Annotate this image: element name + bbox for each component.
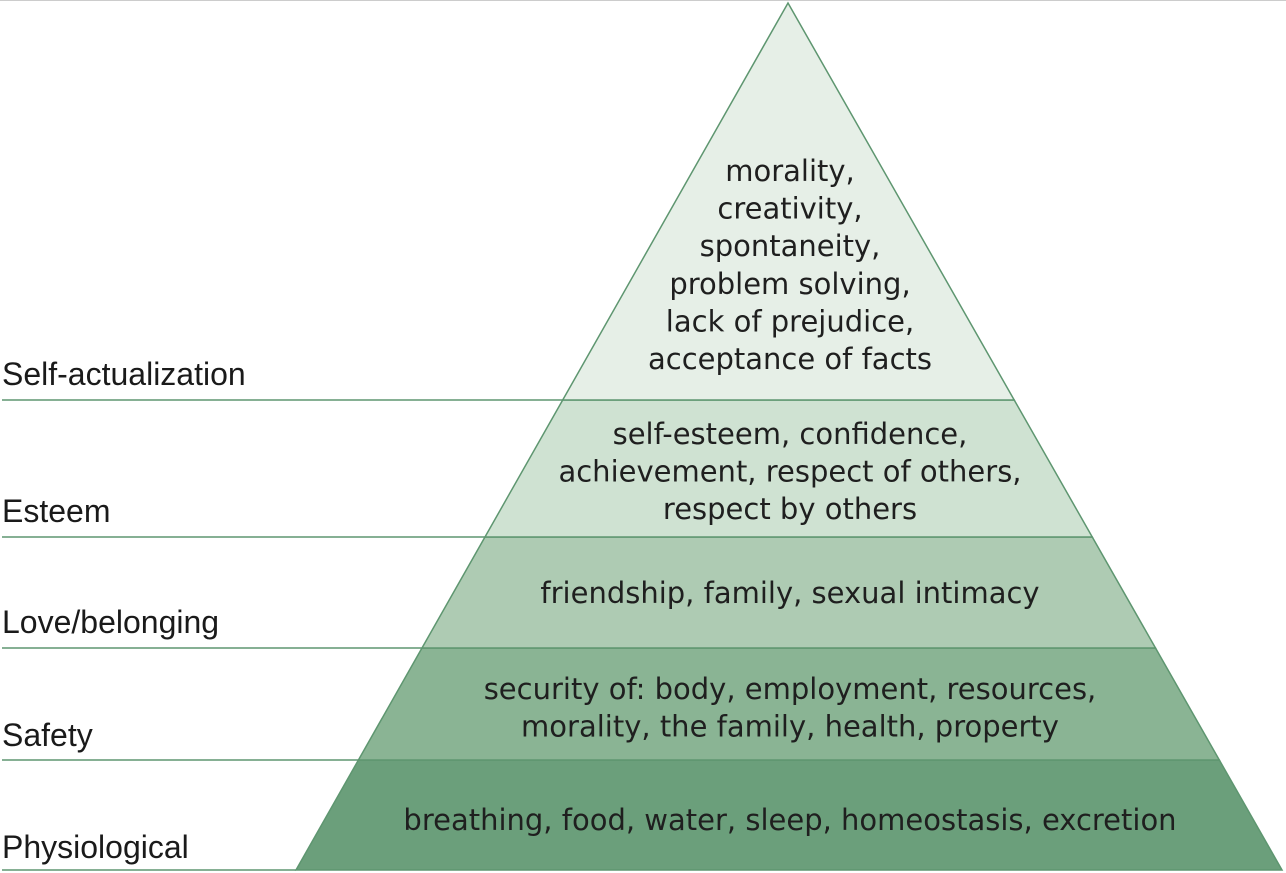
tier-text-physiological: breathing, food, water, sleep, homeostas… [403, 803, 1176, 837]
level-label-love-belonging: Love/belonging [2, 604, 219, 640]
tier-text-self-actualization: problem solving, [669, 267, 910, 301]
level-label-physiological: Physiological [2, 829, 189, 865]
pyramid-tiers [294, 1, 1284, 871]
tier-text-safety: morality, the family, health, property [521, 710, 1059, 744]
tier-text-self-actualization: spontaneity, [700, 229, 881, 263]
tier-text-esteem: self-esteem, confidence, [613, 417, 968, 451]
level-label-self-actualization: Self-actualization [2, 356, 246, 392]
tier-text-esteem: achievement, respect of others, [558, 455, 1021, 489]
tier-text-esteem: respect by others [663, 492, 917, 526]
level-label-esteem: Esteem [2, 493, 110, 529]
tier-text-self-actualization: acceptance of facts [648, 342, 932, 376]
level-labels: Physiological Safety Love/belonging Esteem S… [2, 356, 246, 865]
tier-text-safety: security of: body, employment, resources… [484, 672, 1097, 706]
tier-descriptions: breathing, food, water, sleep, homeostas… [403, 154, 1176, 837]
tier-text-self-actualization: creativity, [717, 192, 862, 226]
tier-text-self-actualization: lack of prejudice, [666, 304, 914, 338]
tier-text-self-actualization: morality, [725, 154, 855, 188]
level-guide-lines [2, 399, 563, 871]
tier-text-love-belonging: friendship, family, sexual intimacy [540, 576, 1039, 610]
level-label-safety: Safety [2, 717, 93, 753]
tier-self-actualization [561, 1, 1016, 401]
